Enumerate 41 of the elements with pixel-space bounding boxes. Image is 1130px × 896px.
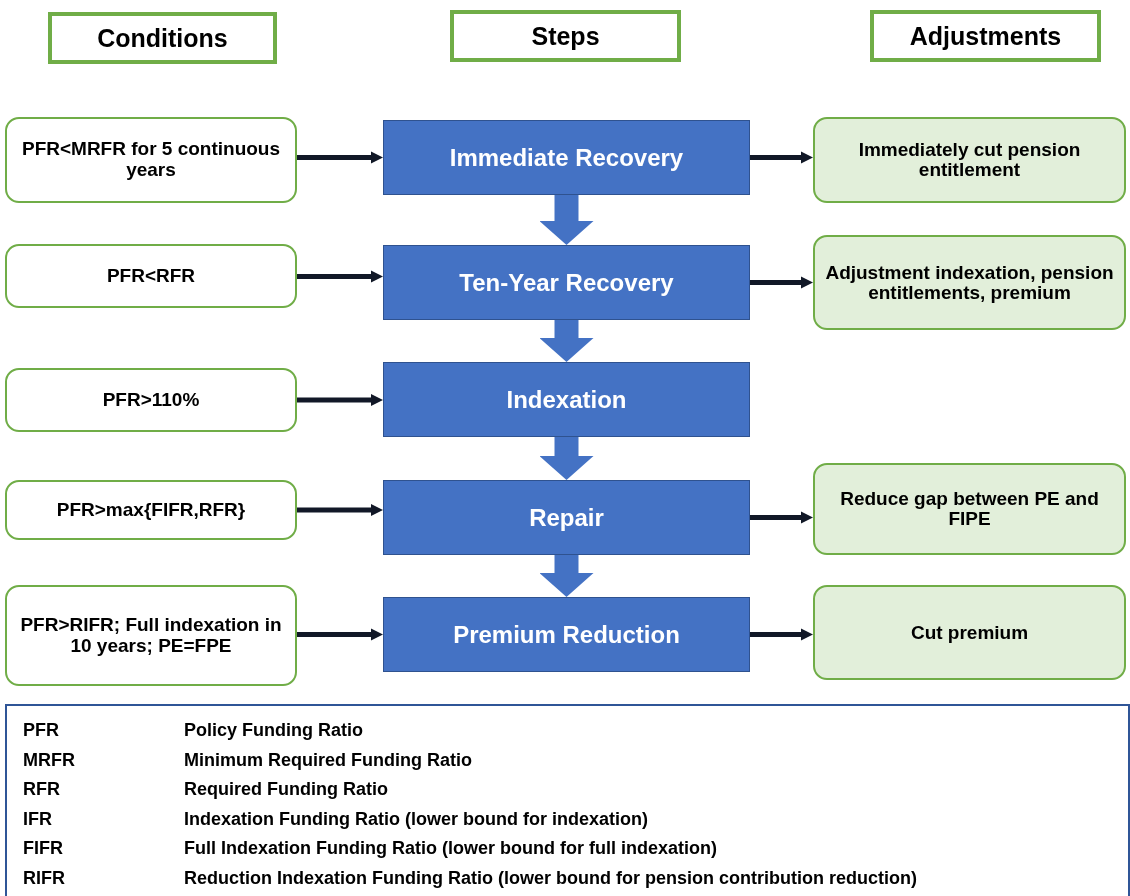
block-arrow [539, 555, 594, 597]
block-arrow [539, 195, 594, 245]
condition-box: PFR>max{FIFR,RFR} [5, 480, 297, 540]
condition-box: PFR<RFR [5, 244, 297, 308]
definition-text: Minimum Required Funding Ratio [184, 749, 473, 771]
step-box: Ten-Year Recovery [383, 245, 750, 320]
step-box: Indexation [383, 362, 750, 437]
arrow [750, 511, 813, 524]
definition-text: Full Indexation Funding Ratio (lower bound for full indexation) [184, 838, 718, 860]
condition-box: PFR<MRFR for 5 continuous years [5, 117, 297, 203]
adjustment-box: Adjustment indexation, pension entitlements, premium [813, 235, 1126, 330]
step-box: Immediate Recovery [383, 120, 750, 195]
column-header: Conditions [48, 12, 277, 64]
definition-text: Indexation Funding Ratio (lower bound for indexation) [184, 808, 649, 830]
abbreviation-text: IFR [23, 808, 53, 830]
abbreviation-text: FIFR [23, 838, 64, 860]
abbreviation-text: RFR [23, 779, 61, 801]
definition-text: Required Funding Ratio [184, 779, 389, 801]
definition-text: Policy Funding Ratio [184, 720, 364, 742]
condition-box: PFR>110% [5, 368, 297, 432]
step-box: Premium Reduction [383, 597, 750, 672]
adjustment-box: Cut premium [813, 585, 1126, 680]
abbreviation-text: MRFR [23, 749, 76, 771]
arrow [750, 628, 813, 641]
abbreviation-text: PFR [23, 720, 60, 742]
arrow [297, 504, 383, 516]
abbreviation-text: RIFR [23, 867, 66, 889]
adjustment-box: Immediately cut pension entitlement [813, 117, 1126, 203]
arrow [750, 151, 813, 164]
arrow [297, 394, 383, 406]
column-header: Adjustments [870, 10, 1101, 62]
arrow [297, 151, 383, 164]
arrow [750, 276, 813, 289]
definition-text: Reduction Indexation Funding Ratio (lower bound for pension contribution reduction) [184, 867, 918, 889]
arrow [297, 628, 383, 641]
block-arrow [539, 320, 594, 362]
condition-box: PFR>RIFR; Full indexation in 10 years; PE=FPE [5, 585, 297, 686]
step-box: Repair [383, 480, 750, 555]
column-header: Steps [450, 10, 681, 62]
arrow [297, 270, 383, 283]
adjustment-box: Reduce gap between PE and FIPE [813, 463, 1126, 555]
